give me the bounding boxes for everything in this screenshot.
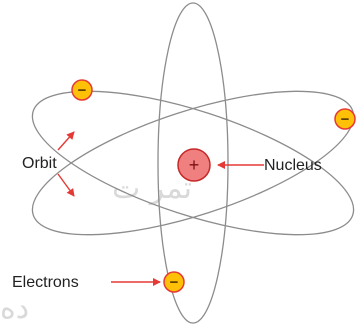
orbit-vertical [157, 2, 229, 324]
orbit-tilted-down [31, 90, 355, 236]
nucleus-circle [177, 148, 211, 182]
orbit-label: Orbit [22, 155, 57, 172]
minus-icon: − [170, 274, 179, 291]
orbit-arrow-upper [57, 131, 75, 151]
nucleus-label: Nucleus [264, 157, 322, 174]
orbit-tilted-up [31, 90, 355, 236]
electron-right: − [334, 108, 356, 130]
plus-icon: + [189, 155, 200, 175]
watermark-text: تمر ت [112, 171, 192, 206]
minus-icon: − [341, 111, 350, 128]
minus-icon: − [78, 82, 87, 99]
nucleus: + [177, 148, 211, 182]
orbit-arrow-lower [57, 173, 75, 197]
electrons-label: Electrons [12, 274, 79, 291]
watermark-text-bottom: ده [0, 291, 29, 325]
electron-top-left: − [71, 79, 93, 101]
electron-bottom: − [163, 271, 185, 293]
